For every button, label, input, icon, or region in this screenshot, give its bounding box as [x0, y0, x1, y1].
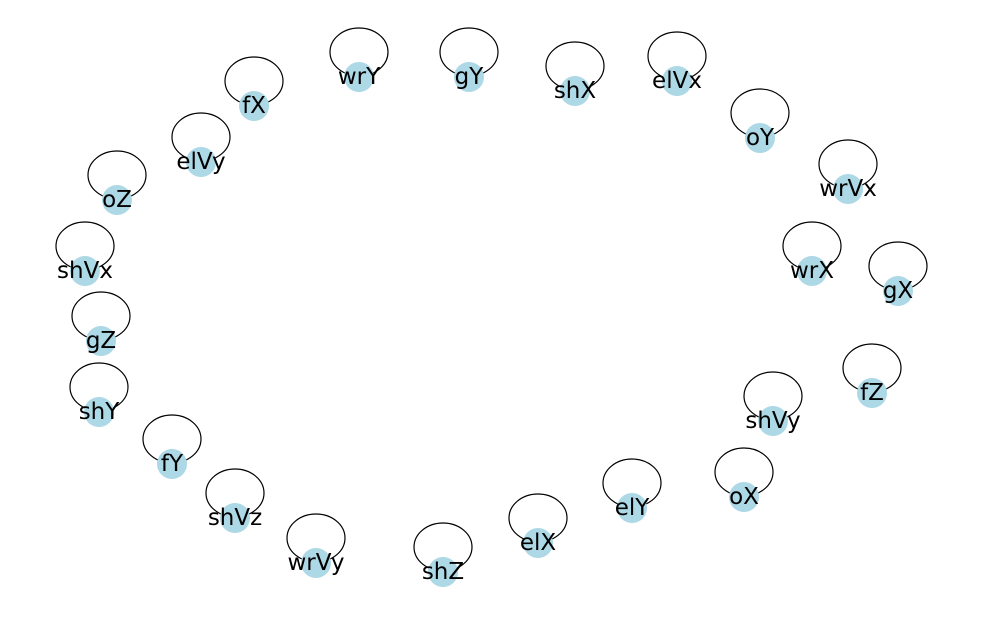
graph-node-oZ: oZ: [102, 185, 132, 215]
node-circle: [662, 66, 692, 96]
node-circle: [239, 91, 269, 121]
node-label: gY: [455, 64, 485, 90]
node-circle: [758, 406, 788, 436]
graph-node-shX: shX: [554, 76, 597, 106]
node-circle: [857, 378, 887, 408]
graph-node-fY: fY: [157, 449, 187, 479]
graph-node-shZ: shZ: [422, 557, 464, 587]
node-label: gX: [883, 278, 914, 304]
graph-node-fX: fX: [239, 91, 269, 121]
graph-node-fZ: fZ: [857, 378, 887, 408]
node-label: shZ: [422, 559, 464, 585]
graph-node-elY: elY: [615, 493, 651, 523]
node-label: shVx: [57, 258, 113, 284]
node-label: elVy: [176, 149, 225, 175]
node-circle: [220, 503, 250, 533]
node-circle: [729, 482, 759, 512]
graph-node-elVy: elVy: [176, 147, 226, 177]
node-circle: [745, 123, 775, 153]
graph-node-wrVx: wrVx: [819, 174, 877, 204]
node-label: elVx: [652, 68, 702, 94]
graph-node-oY: oY: [745, 123, 775, 153]
node-circle: [833, 174, 863, 204]
graph-node-shVz: shVz: [208, 503, 262, 533]
graph-node-oX: oX: [729, 482, 759, 512]
node-circle: [797, 256, 827, 286]
node-label: oZ: [102, 187, 132, 213]
node-circle: [428, 557, 458, 587]
node-circle: [186, 147, 216, 177]
node-label: oY: [746, 125, 775, 151]
graph-node-elX: elX: [520, 528, 557, 558]
node-label: elX: [520, 530, 557, 556]
node-circle: [883, 276, 913, 306]
graph-node-wrVy: wrVy: [288, 548, 345, 578]
node-label: elY: [615, 495, 651, 521]
graph-node-gZ: gZ: [86, 326, 116, 356]
node-circle: [70, 256, 100, 286]
node-label: gZ: [86, 328, 116, 354]
node-label: wrVy: [288, 550, 345, 576]
node-label: shVz: [208, 505, 262, 531]
node-circle: [102, 185, 132, 215]
nodes-layer: wrY gY shX elVx fX oY elVy wrVx oZ shVx wrX gX gZ fZ s…: [57, 62, 913, 587]
node-label: wrY: [338, 64, 381, 90]
node-label: fZ: [860, 380, 884, 406]
node-circle: [560, 76, 590, 106]
node-circle: [84, 397, 114, 427]
node-circle: [86, 326, 116, 356]
node-label: wrX: [790, 258, 834, 284]
node-circle: [617, 493, 647, 523]
node-label: shX: [554, 78, 597, 104]
node-circle: [301, 548, 331, 578]
graph-node-gY: gY: [454, 62, 484, 92]
node-circle: [454, 62, 484, 92]
node-circle: [344, 62, 374, 92]
node-circle: [523, 528, 553, 558]
graph-node-shY: shY: [79, 397, 121, 427]
node-label: fX: [242, 93, 266, 119]
graph-node-gX: gX: [883, 276, 914, 306]
node-label: oX: [729, 484, 759, 510]
graph-node-shVy: shVy: [745, 406, 801, 436]
graph-node-shVx: shVx: [57, 256, 113, 286]
graph-node-elVx: elVx: [652, 66, 702, 96]
graph-node-wrX: wrX: [790, 256, 834, 286]
edges-layer: [55, 27, 928, 572]
graph-node-wrY: wrY: [338, 62, 381, 92]
node-label: shY: [79, 399, 121, 425]
node-circle: [157, 449, 187, 479]
node-label: fY: [161, 451, 184, 477]
node-label: wrVx: [819, 176, 877, 202]
node-label: shVy: [745, 408, 800, 434]
